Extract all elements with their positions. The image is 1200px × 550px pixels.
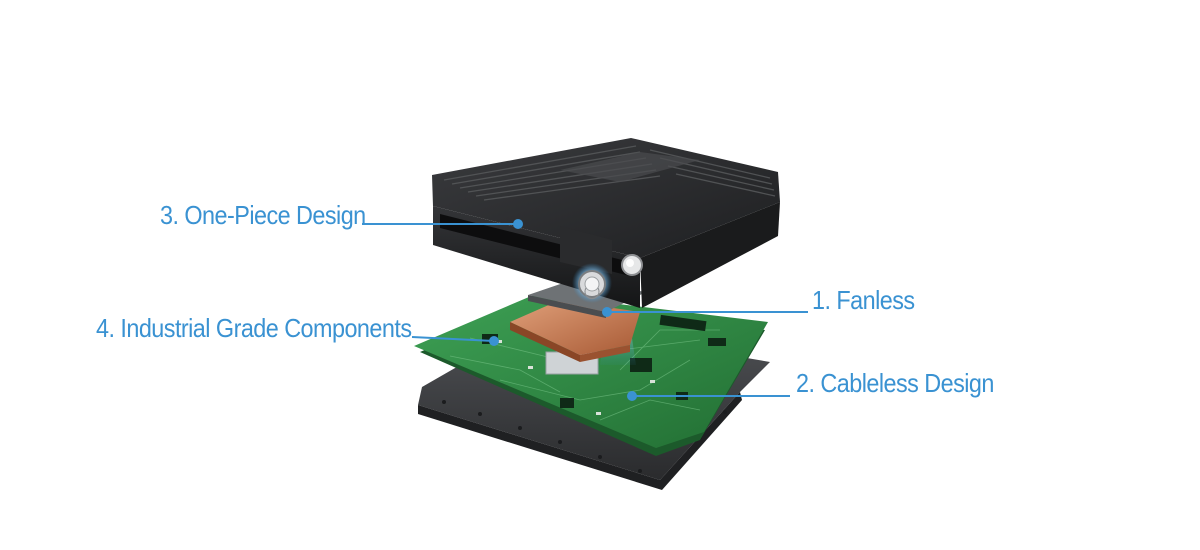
callout-line-one-piece xyxy=(362,219,523,229)
callout-one-piece-design: 3. One-Piece Design xyxy=(160,200,366,230)
callout-line-industrial xyxy=(411,336,499,346)
callout-fanless: 1. Fanless xyxy=(812,285,915,315)
power-button-icon xyxy=(572,263,612,303)
callout-line-fanless xyxy=(602,307,808,317)
callout-industrial-grade-components: 4. Industrial Grade Components xyxy=(96,313,412,343)
callout-cableless-design: 2. Cableless Design xyxy=(796,368,994,398)
callout-line-cableless xyxy=(627,391,790,401)
